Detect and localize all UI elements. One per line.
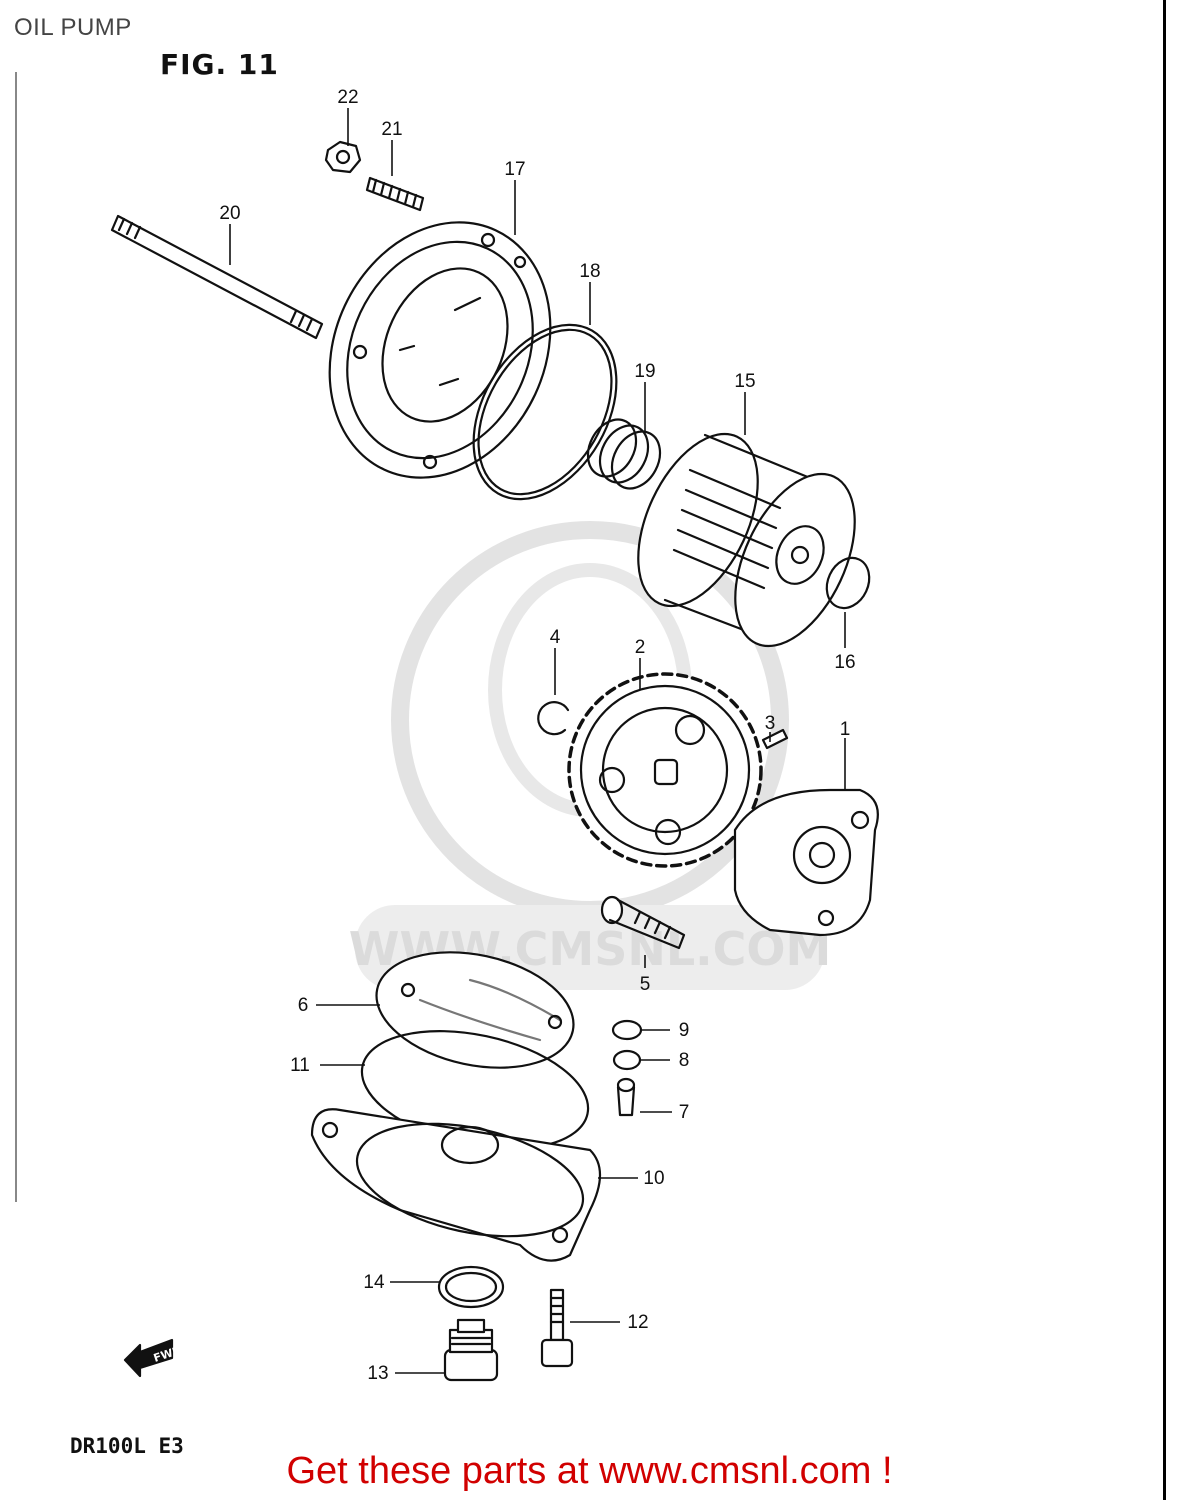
part-14-gasket-inner: [444, 1271, 498, 1303]
part-12-bolt: [540, 1288, 574, 1368]
part-14-gasket: [437, 1265, 505, 1309]
part-4-circlip: [537, 701, 570, 736]
part-21-stud: [365, 176, 425, 212]
part-15-oil-filter: [637, 432, 856, 648]
callout-15: 15: [734, 371, 755, 392]
figure-label: FIG. 11: [160, 48, 279, 81]
callout-4: 4: [550, 627, 561, 648]
shop-link-banner[interactable]: Get these parts at www.cmsnl.com !: [286, 1450, 893, 1492]
callout-20: 20: [219, 203, 240, 224]
right-border-rule: [1163, 0, 1166, 1500]
part-18-o-ring: [472, 323, 618, 501]
callout-11: 11: [290, 1055, 310, 1076]
part-1-pump-body: [733, 788, 879, 937]
part-18-o-ring-inner: [477, 328, 613, 496]
part-17-filter-cap: [328, 221, 552, 479]
callout-9: 9: [679, 1020, 690, 1041]
callout-18: 18: [579, 261, 600, 282]
fwd-arrow-icon: [123, 1338, 174, 1378]
part-6-strainer: [375, 951, 575, 1069]
callout-16: 16: [834, 652, 855, 673]
callout-8: 8: [679, 1050, 690, 1071]
callout-6: 6: [298, 995, 309, 1016]
part-10-cover-plate: [310, 1108, 601, 1262]
part-22-nut: [324, 140, 362, 174]
left-border-rule: [15, 72, 17, 1202]
page-title: OIL PUMP: [14, 14, 132, 41]
part-20-long-stud: [110, 214, 324, 340]
callout-19: 19: [634, 361, 655, 382]
callout-12: 12: [627, 1312, 648, 1333]
callout-21: 21: [381, 119, 402, 140]
callout-10: 10: [643, 1168, 664, 1189]
part-2-pump-gear: [567, 672, 763, 868]
callout-1: 1: [840, 719, 851, 740]
model-code: DR100L E3: [70, 1434, 184, 1458]
part-16-small-o-ring: [825, 556, 871, 610]
part-5-screw: [600, 895, 686, 950]
part-9-washer: [611, 1019, 643, 1041]
part-7-screw: [616, 1077, 636, 1117]
callout-3: 3: [765, 713, 776, 734]
part-19-spring: [586, 418, 662, 490]
part-13-drain-plug: [443, 1318, 499, 1382]
callout-2: 2: [635, 637, 646, 658]
leader-lines: [229, 108, 846, 1374]
callout-17: 17: [504, 159, 525, 180]
callout-14: 14: [363, 1272, 385, 1293]
callout-5: 5: [640, 974, 651, 995]
callout-22: 22: [337, 87, 358, 108]
watermark: WWW.CMSNL.COM: [349, 521, 831, 990]
part-8-lock-washer: [612, 1049, 642, 1071]
callout-13: 13: [367, 1363, 388, 1384]
callout-7: 7: [679, 1102, 690, 1123]
part-3-pin: [761, 728, 789, 750]
